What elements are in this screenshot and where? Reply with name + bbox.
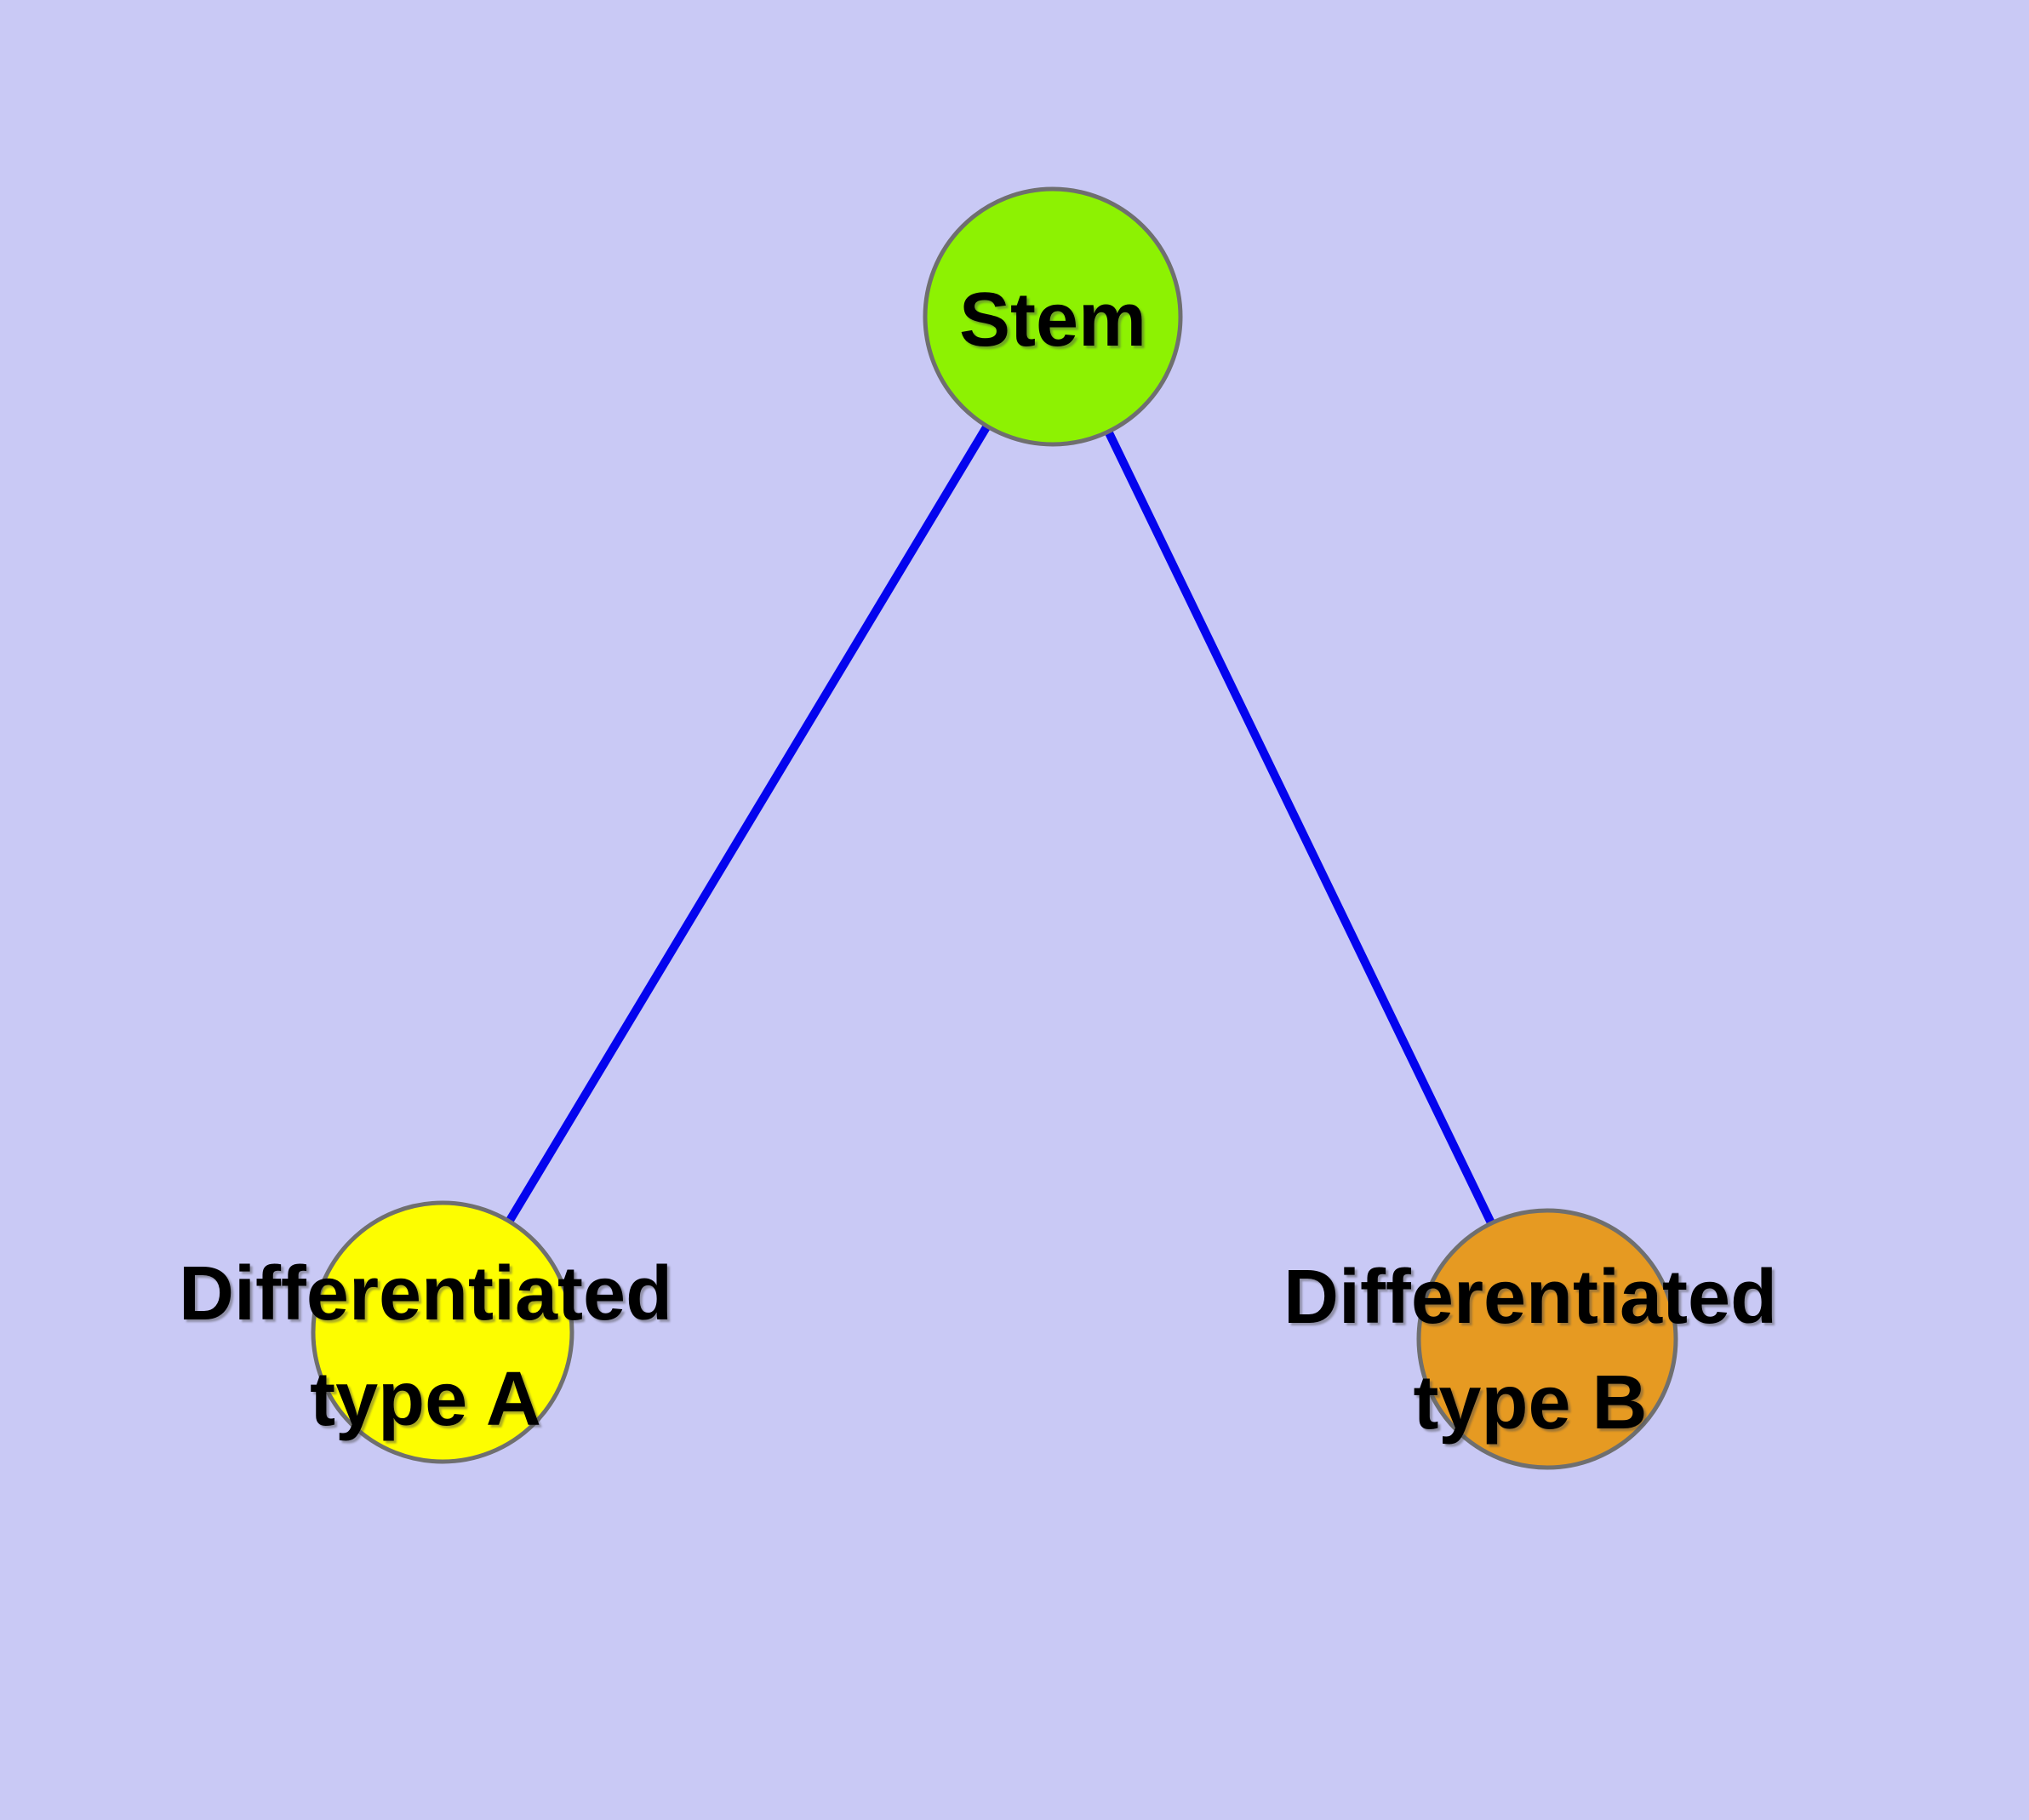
stem-node-label: Stem xyxy=(958,278,1147,363)
type-b-label-line2: type B xyxy=(1413,1360,1648,1445)
type-a-label-line1: Differentiated xyxy=(178,1251,673,1336)
type-a-node-circle xyxy=(311,1200,574,1464)
type-a-node-label: Differentiated type A xyxy=(179,1241,672,1452)
edge-stem-to-type-b xyxy=(1049,314,1552,1342)
type-b-node-label: Differentiated type B xyxy=(1283,1245,1777,1456)
type-b-label-line1: Differentiated xyxy=(1283,1255,1778,1340)
stem-node-circle xyxy=(923,186,1183,447)
edge-stem-to-type-a xyxy=(438,314,1057,1335)
type-b-node-circle xyxy=(1416,1208,1678,1470)
type-a-label-line2: type A xyxy=(310,1357,541,1442)
